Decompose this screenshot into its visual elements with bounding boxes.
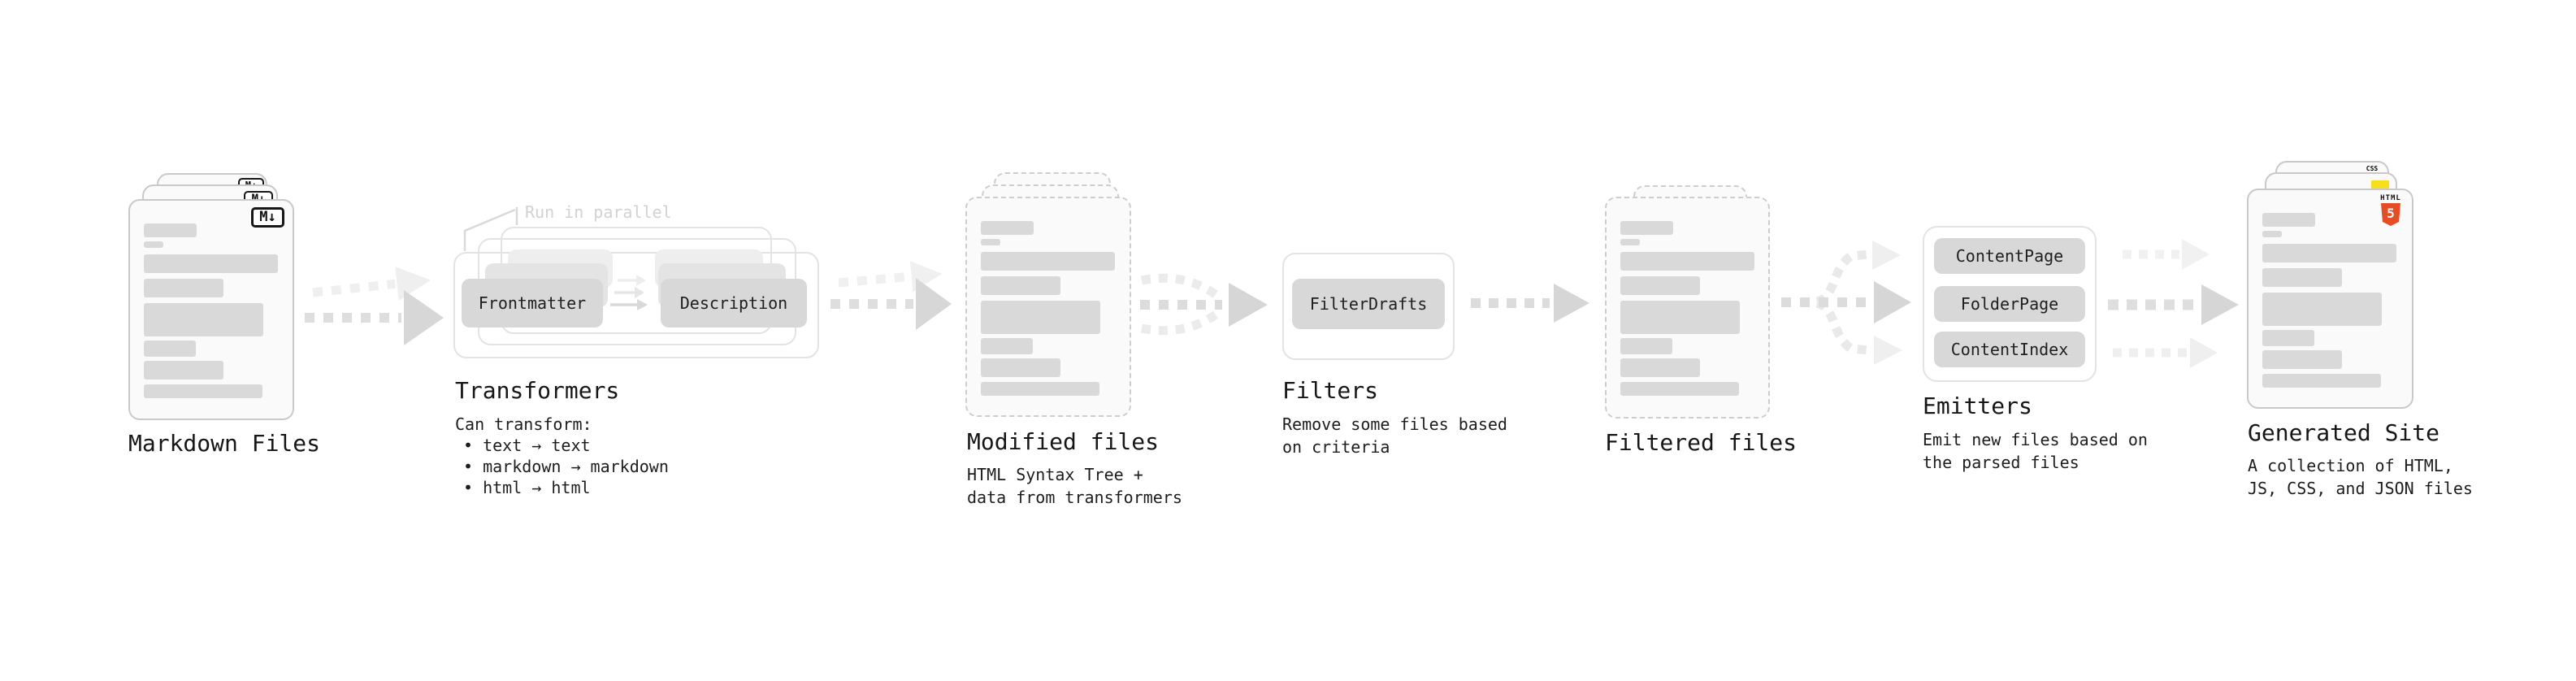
doc-text-bar — [981, 239, 1000, 245]
doc-text-bar — [2262, 330, 2314, 346]
arrow-filtered-to-emitters — [1781, 241, 1911, 365]
doc-text-bar — [144, 254, 278, 273]
doc-text-bar — [2262, 350, 2342, 369]
doc-text-bar — [144, 361, 223, 380]
stage-title: Generated Site — [2248, 419, 2440, 446]
desc-line: the parsed files — [1923, 453, 2079, 472]
stage-title: Modified files — [967, 428, 1160, 455]
desc-line: on criteria — [1282, 437, 1390, 457]
document-card-front: M↓ — [128, 199, 294, 420]
transformer-parallel-arrows — [610, 275, 648, 310]
emitter-chip-contentpage: ContentPage — [1934, 238, 2085, 274]
doc-text-bar — [1620, 252, 1754, 271]
arrow-markdown-to-transformers — [305, 267, 444, 345]
desc-line: Emit new files based on — [1923, 430, 2148, 449]
document-card-front: HTML 5 — [2247, 189, 2413, 409]
doc-text-bar — [981, 338, 1033, 354]
doc-text-bar — [981, 252, 1115, 271]
desc-line: Can transform: — [455, 414, 592, 434]
doc-text-bar — [2262, 244, 2396, 262]
desc-line: • html → html — [463, 478, 591, 497]
html5-icon: HTML 5 — [2380, 194, 2401, 226]
annotation-run-in-parallel: Run in parallel — [525, 202, 672, 222]
stage-title: Filtered files — [1605, 429, 1798, 456]
desc-line: data from transformers — [967, 488, 1182, 507]
doc-text-bar — [1620, 358, 1700, 377]
doc-text-bar — [144, 340, 196, 357]
desc-line: Remove some files based — [1282, 414, 1507, 434]
stage-description: HTML Syntax Tree + data from transformer… — [967, 463, 1182, 509]
stage-title: Filters — [1282, 377, 1379, 404]
doc-text-bar — [2262, 268, 2342, 287]
transformer-layer-front — [453, 252, 819, 358]
desc-line: • markdown → markdown — [463, 457, 669, 476]
document-card-front — [965, 197, 1131, 417]
filter-chip-filterdrafts: FilterDrafts — [1292, 279, 1445, 329]
html5-icon-shield: 5 — [2381, 203, 2400, 226]
doc-text-bar — [144, 279, 223, 297]
doc-text-bar — [1620, 276, 1700, 295]
doc-text-bar — [1620, 338, 1672, 354]
doc-text-bar — [981, 221, 1034, 235]
html5-icon-label: HTML — [2380, 194, 2401, 202]
transformer-chip-frontmatter: Frontmatter — [462, 279, 603, 327]
desc-line: JS, CSS, and JSON files — [2248, 479, 2473, 498]
doc-text-bar — [144, 223, 197, 237]
desc-line: A collection of HTML, — [2248, 456, 2453, 475]
stage-title: Transformers — [455, 377, 620, 404]
doc-text-bar — [981, 382, 1099, 396]
emitter-chip-folderpage: FolderPage — [1934, 286, 2085, 322]
desc-line: HTML Syntax Tree + — [967, 465, 1143, 484]
annotation-leader-line — [463, 207, 518, 251]
doc-text-bar — [2262, 213, 2315, 227]
doc-text-bar — [2262, 231, 2282, 237]
document-card-front — [1605, 197, 1770, 419]
doc-text-bar — [981, 276, 1060, 295]
doc-text-bar — [144, 241, 163, 248]
stage-title: Markdown Files — [128, 430, 321, 457]
stage-description: Emit new files based on the parsed files — [1923, 428, 2148, 474]
transformer-chip-description: Description — [661, 279, 807, 327]
doc-text-bar — [144, 303, 263, 336]
javascript-icon — [2371, 180, 2389, 190]
stage-description: Can transform: • text → text • markdown … — [455, 414, 669, 498]
filters-panel — [1282, 253, 1455, 360]
doc-text-bar — [1620, 382, 1739, 396]
doc-text-bar — [1620, 301, 1740, 334]
stage-description: A collection of HTML, JS, CSS, and JSON … — [2248, 454, 2473, 500]
desc-line: • text → text — [463, 436, 591, 455]
markdown-icon: M↓ — [251, 207, 284, 228]
stage-title: Emitters — [1923, 393, 2032, 419]
doc-text-bar — [981, 301, 1100, 334]
doc-text-bar — [144, 384, 262, 398]
emitter-chip-contentindex: ContentIndex — [1934, 332, 2085, 367]
arrow-emitters-to-site — [2108, 239, 2239, 368]
doc-text-bar — [1620, 239, 1640, 245]
stage-description: Remove some files based on criteria — [1282, 413, 1507, 458]
doc-text-bar — [1620, 221, 1673, 235]
emitters-panel — [1923, 226, 2097, 382]
arrow-filters-to-filtered — [1471, 284, 1589, 323]
doc-text-bar — [2262, 374, 2381, 388]
doc-text-bar — [2262, 293, 2382, 326]
doc-text-bar — [981, 358, 1060, 377]
arrow-transformers-to-modified — [830, 261, 952, 330]
arrow-modified-to-filters — [1140, 273, 1268, 336]
